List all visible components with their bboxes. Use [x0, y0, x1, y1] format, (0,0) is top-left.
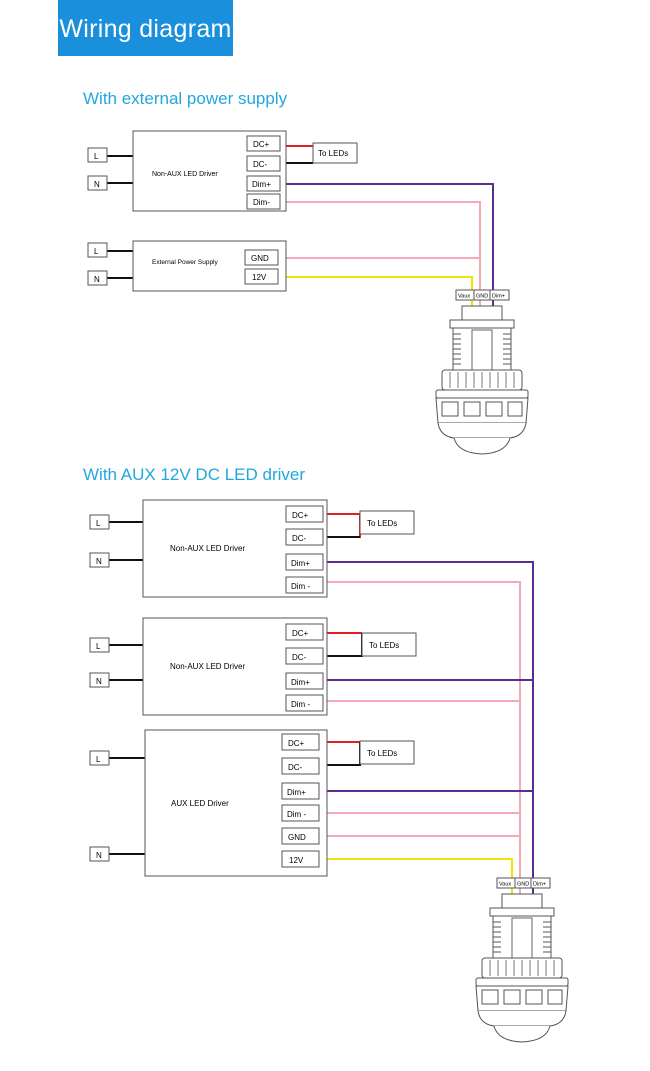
terminal-dim-minus: Dim - [291, 582, 310, 591]
sensor-pin-gnd: GND [517, 882, 529, 888]
sensor-pin-gnd: GND [476, 294, 488, 300]
terminal-dc-plus: DC+ [292, 629, 309, 638]
terminal-dim-plus: Dim+ [291, 678, 310, 687]
page-title: Wiring diagram [59, 15, 232, 43]
to-leds-label: To LEDs [318, 149, 348, 158]
terminal-dc-plus: DC+ [288, 739, 305, 748]
terminal-12v: 12V [289, 856, 304, 865]
terminal-dc-minus: DC- [288, 763, 303, 772]
terminal-dim-plus: Dim+ [252, 180, 271, 189]
to-leds-label: To LEDs [369, 641, 399, 650]
section-title-external-supply: With external power supply [83, 89, 288, 108]
sensor-pin-dim-plus: Dim+ [492, 294, 505, 300]
driver-name: Non-AUX LED Driver [170, 662, 245, 671]
input-label-l: L [96, 755, 101, 764]
terminal-dim-minus: Dim- [253, 198, 270, 207]
terminal-gnd: GND [288, 833, 306, 842]
terminal-dim-plus: Dim+ [287, 788, 306, 797]
driver-name: AUX LED Driver [171, 799, 229, 808]
driver-name: Non-AUX LED Driver [170, 544, 245, 553]
input-label-n: N [96, 851, 102, 860]
section-external-supply: L N Non-AUX LED Driver DC+ DC- Dim+ Dim-… [87, 130, 529, 455]
input-label-l: L [96, 519, 101, 528]
section-title-aux-driver: With AUX 12V DC LED driver [83, 465, 306, 484]
terminal-gnd: GND [251, 254, 269, 263]
section-aux-driver: L N Non-AUX LED Driver DC+ DC- Dim+ Dim … [89, 499, 569, 1043]
input-label-n: N [94, 275, 100, 284]
input-label-l: L [94, 152, 99, 161]
to-leds-label: To LEDs [367, 749, 397, 758]
input-label-l: L [94, 247, 99, 256]
terminal-dim-minus: Dim - [287, 810, 306, 819]
sensor-pin-dim-plus: Dim+ [533, 882, 546, 888]
sensor-pin-vaux: Vaux [458, 294, 470, 300]
terminal-12v: 12V [252, 273, 267, 282]
sensor-pin-vaux: Vaux [499, 882, 511, 888]
wires-section-2 [109, 513, 534, 908]
to-leds-label: To LEDs [367, 519, 397, 528]
sensor-device [475, 893, 569, 1043]
sensor-device [435, 305, 529, 455]
terminal-dim-plus: Dim+ [291, 559, 310, 568]
terminal-dc-minus: DC- [253, 160, 268, 169]
terminal-dc-minus: DC- [292, 534, 307, 543]
power-supply-name: External Power Supply [152, 259, 219, 266]
page-banner: Wiring diagram [58, 0, 233, 56]
input-label-n: N [94, 180, 100, 189]
driver-name: Non-AUX LED Driver [152, 171, 218, 178]
input-label-n: N [96, 677, 102, 686]
input-label-n: N [96, 557, 102, 566]
input-label-l: L [96, 642, 101, 651]
terminal-dc-plus: DC+ [253, 140, 270, 149]
terminal-dc-minus: DC- [292, 653, 307, 662]
terminal-dc-plus: DC+ [292, 511, 309, 520]
terminal-dim-minus: Dim - [291, 700, 310, 709]
